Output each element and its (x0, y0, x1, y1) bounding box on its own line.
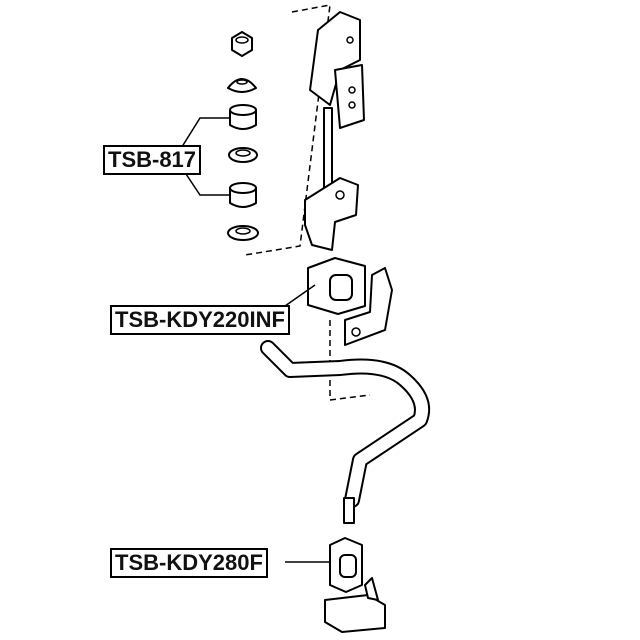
bushing-bracket (344, 267, 393, 346)
part-label-tsb-817: TSB-817 (103, 145, 202, 175)
bushing-part-upper (229, 104, 257, 130)
assembly-dashed-line-lower (329, 320, 371, 401)
leader-line-middle (284, 284, 316, 307)
stabilizer-bushing-part (307, 257, 366, 315)
cup-washer-part-lower (227, 225, 259, 241)
nut-part (231, 31, 253, 57)
bar-end (343, 497, 355, 524)
assembly-dashed-line (244, 4, 331, 256)
part-label-tsb-kdy280f: TSB-KDY280F (110, 548, 268, 578)
lower-bushing-part (329, 537, 363, 593)
frame-bracket (309, 11, 365, 129)
lower-bracket (324, 577, 386, 633)
stabilizer-bar-fill (262, 342, 429, 506)
stabilizer-link (304, 107, 359, 251)
bushing-part-lower (229, 182, 257, 208)
washer-part (227, 78, 257, 93)
leader-line-upper (179, 117, 230, 196)
cup-washer-part (228, 147, 258, 163)
part-label-tsb-kdy220inf: TSB-KDY220INF (110, 305, 290, 335)
